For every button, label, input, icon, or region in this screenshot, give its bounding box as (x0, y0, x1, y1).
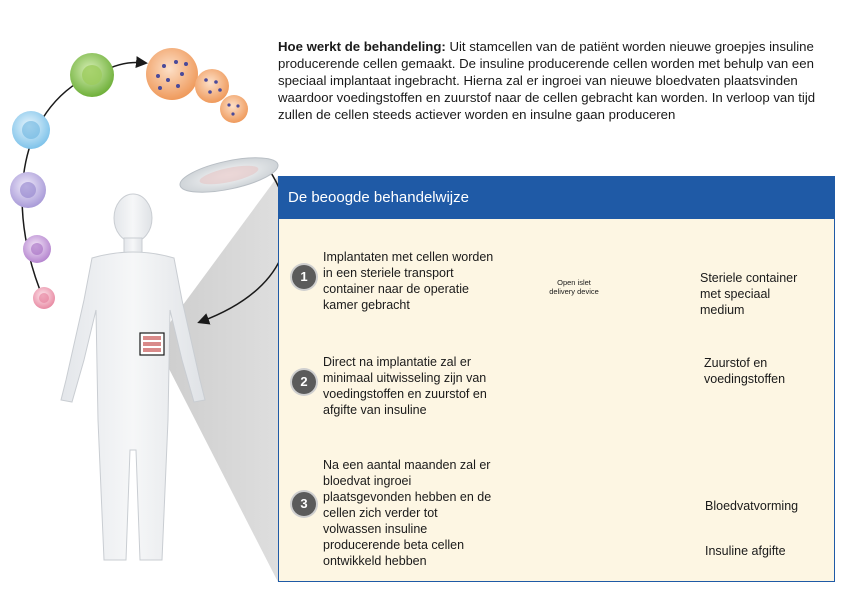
intro-paragraph: Hoe werkt de behandeling: Uit stamcellen… (278, 38, 838, 123)
intro-text: Uit stamcellen van de patiënt worden nie… (278, 39, 816, 122)
stem-cell-lavender (10, 172, 46, 208)
islet-cluster-medium (195, 69, 229, 103)
human-body-figure (60, 193, 206, 561)
stem-cell-pink (33, 287, 55, 309)
step-3-text: Na een aantal maanden zal er bloedvat in… (323, 458, 492, 568)
exchange-caption: Zuurstof en voedingstoffen (704, 356, 786, 386)
step-3-badge: 3 (292, 492, 316, 516)
vessel-caption: Bloedvatvorming (705, 499, 799, 513)
implant-site-box (139, 332, 165, 356)
insulin-caption: Insuline afgifte (705, 544, 786, 558)
container-label-line2: delivery device (549, 287, 599, 296)
zoom-cone (163, 176, 278, 582)
step-1-text: Implantaten met cellen worden in een ste… (323, 250, 494, 312)
container-label: Open islet delivery device (539, 278, 609, 296)
stem-cell-purple (23, 235, 51, 263)
implant-disc-icon (179, 157, 279, 193)
container-caption: Steriele container met speciaal medium (700, 271, 798, 317)
islet-cluster-small (220, 95, 248, 123)
intro-heading: Hoe werkt de behandeling: (278, 39, 446, 54)
container-label-line1: Open islet (557, 278, 591, 287)
arrow-to-islets (109, 56, 148, 69)
islet-cluster-large (146, 48, 198, 100)
step-2-badge: 2 (292, 370, 316, 394)
step-2-text: Direct na implantatie zal er minimaal ui… (323, 355, 487, 417)
step-1-badge: 1 (292, 265, 316, 289)
panel-title: De beoogde behandelwijze (279, 177, 834, 219)
stem-cell-blue (12, 111, 50, 149)
stem-cell-green (70, 53, 114, 97)
treatment-panel: De beoogde behandelwijze 1 Implantaten m… (278, 176, 835, 582)
